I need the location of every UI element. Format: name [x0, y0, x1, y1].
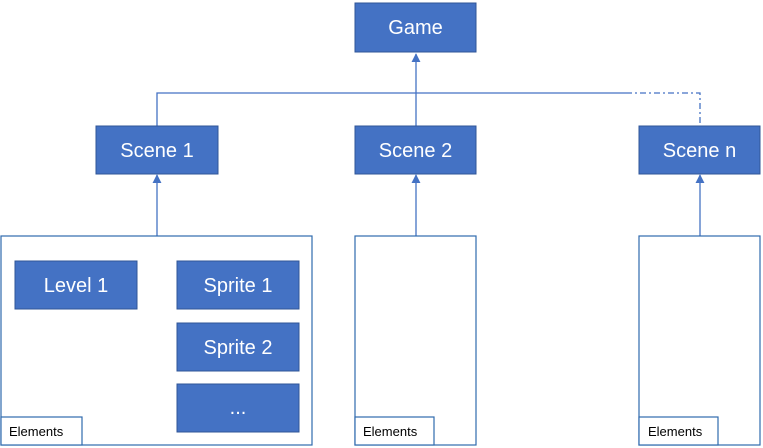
connector-scene-n-dashed	[626, 92, 701, 126]
node-scene-n-label: Scene n	[663, 140, 736, 162]
node-scene-2-label: Scene 2	[379, 140, 452, 162]
node-sprite-2-label: Sprite 2	[204, 337, 273, 359]
node-ellipsis: ...	[176, 383, 300, 433]
node-scene-n: Scene n	[638, 125, 761, 175]
node-sprite-1-label: Sprite 1	[204, 275, 273, 297]
node-game-label: Game	[388, 17, 442, 39]
elements-container-scene-2: Elements	[354, 235, 477, 446]
node-scene-2: Scene 2	[354, 125, 477, 175]
node-level-1: Level 1	[14, 260, 138, 310]
node-game: Game	[354, 2, 477, 53]
connector-scene1-bus	[156, 92, 416, 126]
node-sprite-1: Sprite 1	[176, 260, 300, 310]
elements-label-scene-n: Elements	[648, 424, 703, 439]
node-level-1-label: Level 1	[44, 275, 109, 297]
elements-label-scene-2: Elements	[363, 424, 418, 439]
elements-container-scene-n: Elements	[638, 235, 761, 446]
node-scene-1: Scene 1	[95, 125, 219, 175]
elements-label-scene-1: Elements	[9, 424, 64, 439]
node-scene-1-label: Scene 1	[120, 140, 193, 162]
node-ellipsis-label: ...	[230, 397, 247, 419]
node-sprite-2: Sprite 2	[176, 322, 300, 372]
